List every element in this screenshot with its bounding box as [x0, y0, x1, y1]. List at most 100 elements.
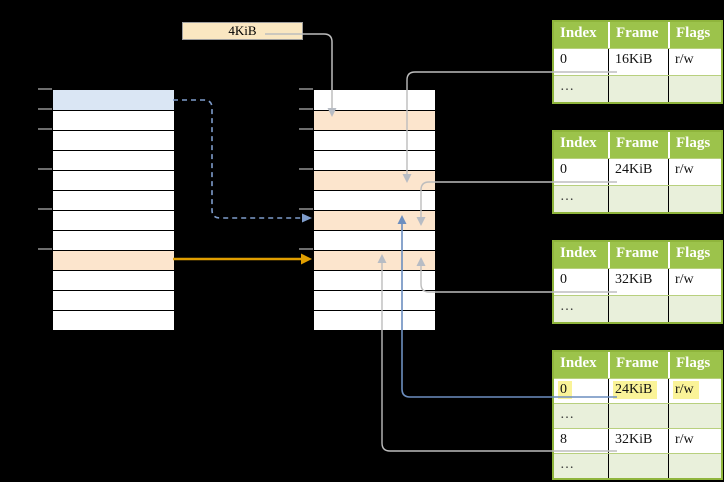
- table-row: …: [554, 295, 721, 322]
- table-cell: r/w: [668, 159, 721, 185]
- cell-value: …: [560, 79, 574, 94]
- table-cell: r/w: [668, 379, 721, 403]
- cell-value: 0: [560, 272, 567, 287]
- address-tick: [38, 248, 52, 250]
- table-cell: r/w: [668, 269, 721, 295]
- memory-row: [314, 190, 435, 210]
- table-cell: [668, 454, 721, 478]
- memory-row: [53, 270, 174, 290]
- table-cell: 16KiB: [608, 49, 668, 75]
- memory-row: [314, 210, 435, 230]
- cell-value: …: [560, 189, 574, 204]
- memory-row: [314, 150, 435, 170]
- memory-row: [314, 290, 435, 310]
- address-tick: [38, 168, 52, 170]
- memory-row: [53, 110, 174, 130]
- table-row: 8 32KiB r/w: [554, 428, 721, 453]
- page-size-label-text: 4KiB: [228, 23, 257, 38]
- cell-value: r/w: [675, 52, 694, 67]
- memory-row: [314, 110, 435, 130]
- table-row: 0 32KiB r/w: [554, 268, 721, 295]
- table-cell: r/w: [668, 49, 721, 75]
- memory-row: [53, 250, 174, 270]
- physical-memory-column: [313, 89, 436, 331]
- memory-row: [53, 170, 174, 190]
- table-header-cell: Flags: [668, 242, 721, 268]
- address-tick: [38, 108, 52, 110]
- page-size-label: 4KiB: [182, 22, 303, 40]
- memory-row: [314, 270, 435, 290]
- table-cell: 8: [554, 429, 608, 453]
- cell-value: 0: [560, 52, 567, 67]
- table-cell: 0: [554, 269, 608, 295]
- cell-value: …: [560, 299, 574, 314]
- address-tick: [299, 208, 313, 210]
- table-row: …: [554, 185, 721, 212]
- cell-value: …: [560, 407, 574, 422]
- arrowhead-right-icon: [301, 253, 312, 265]
- cell-value: r/w: [675, 162, 694, 177]
- table-header-cell: Frame: [608, 132, 668, 158]
- cell-value: 16KiB: [615, 52, 653, 67]
- cell-value: 32KiB: [615, 272, 653, 287]
- table-cell: 24KiB: [608, 159, 668, 185]
- table-cell: [668, 296, 721, 322]
- table-cell: [608, 296, 668, 322]
- memory-row: [314, 250, 435, 270]
- table-cell: [608, 404, 668, 428]
- cell-value: 24KiB: [615, 162, 653, 177]
- table-cell: 32KiB: [608, 269, 668, 295]
- table-cell: …: [554, 404, 608, 428]
- address-tick: [299, 168, 313, 170]
- table-cell: …: [554, 76, 608, 102]
- table-row: …: [554, 453, 721, 478]
- memory-row: [53, 190, 174, 210]
- table-header-cell: Frame: [608, 242, 668, 268]
- table-cell: 0: [554, 159, 608, 185]
- table-row: 0 24KiB r/w: [554, 158, 721, 185]
- memory-row: [53, 290, 174, 310]
- address-tick: [38, 208, 52, 210]
- cell-value: 8: [560, 432, 567, 447]
- memory-row: [314, 230, 435, 250]
- arrow-left-entry-dashed: [173, 99, 302, 219]
- table-header-cell: Index: [560, 355, 597, 371]
- table-cell: …: [554, 454, 608, 478]
- table-header-cell: Frame: [608, 22, 668, 48]
- address-tick: [299, 88, 313, 90]
- virtual-memory-column: [52, 89, 175, 331]
- memory-row: [314, 170, 435, 190]
- table-cell: [608, 454, 668, 478]
- cell-value: 0: [560, 162, 567, 177]
- address-tick: [299, 108, 313, 110]
- memory-row: [53, 210, 174, 230]
- table-header-cell: Flags: [668, 22, 721, 48]
- address-tick: [299, 248, 313, 250]
- table-cell: …: [554, 186, 608, 212]
- memory-row: [53, 310, 174, 330]
- memory-row: [314, 130, 435, 150]
- table-cell: [668, 76, 721, 102]
- table-header-cell: Index: [560, 25, 597, 41]
- address-tick: [38, 88, 52, 90]
- table-row: …: [554, 75, 721, 102]
- table-header-cell: Flags: [668, 132, 721, 158]
- memory-row: [53, 230, 174, 250]
- table-row: 0 16KiB r/w: [554, 48, 721, 75]
- table-cell: 32KiB: [608, 429, 668, 453]
- cell-value: r/w: [675, 432, 694, 447]
- table-cell: [668, 186, 721, 212]
- memory-row: [53, 130, 174, 150]
- cell-value: …: [560, 457, 574, 472]
- arrowhead-right-icon: [302, 213, 312, 223]
- table-cell: [608, 186, 668, 212]
- table-cell: 24KiB: [608, 379, 668, 403]
- address-tick: [299, 128, 313, 130]
